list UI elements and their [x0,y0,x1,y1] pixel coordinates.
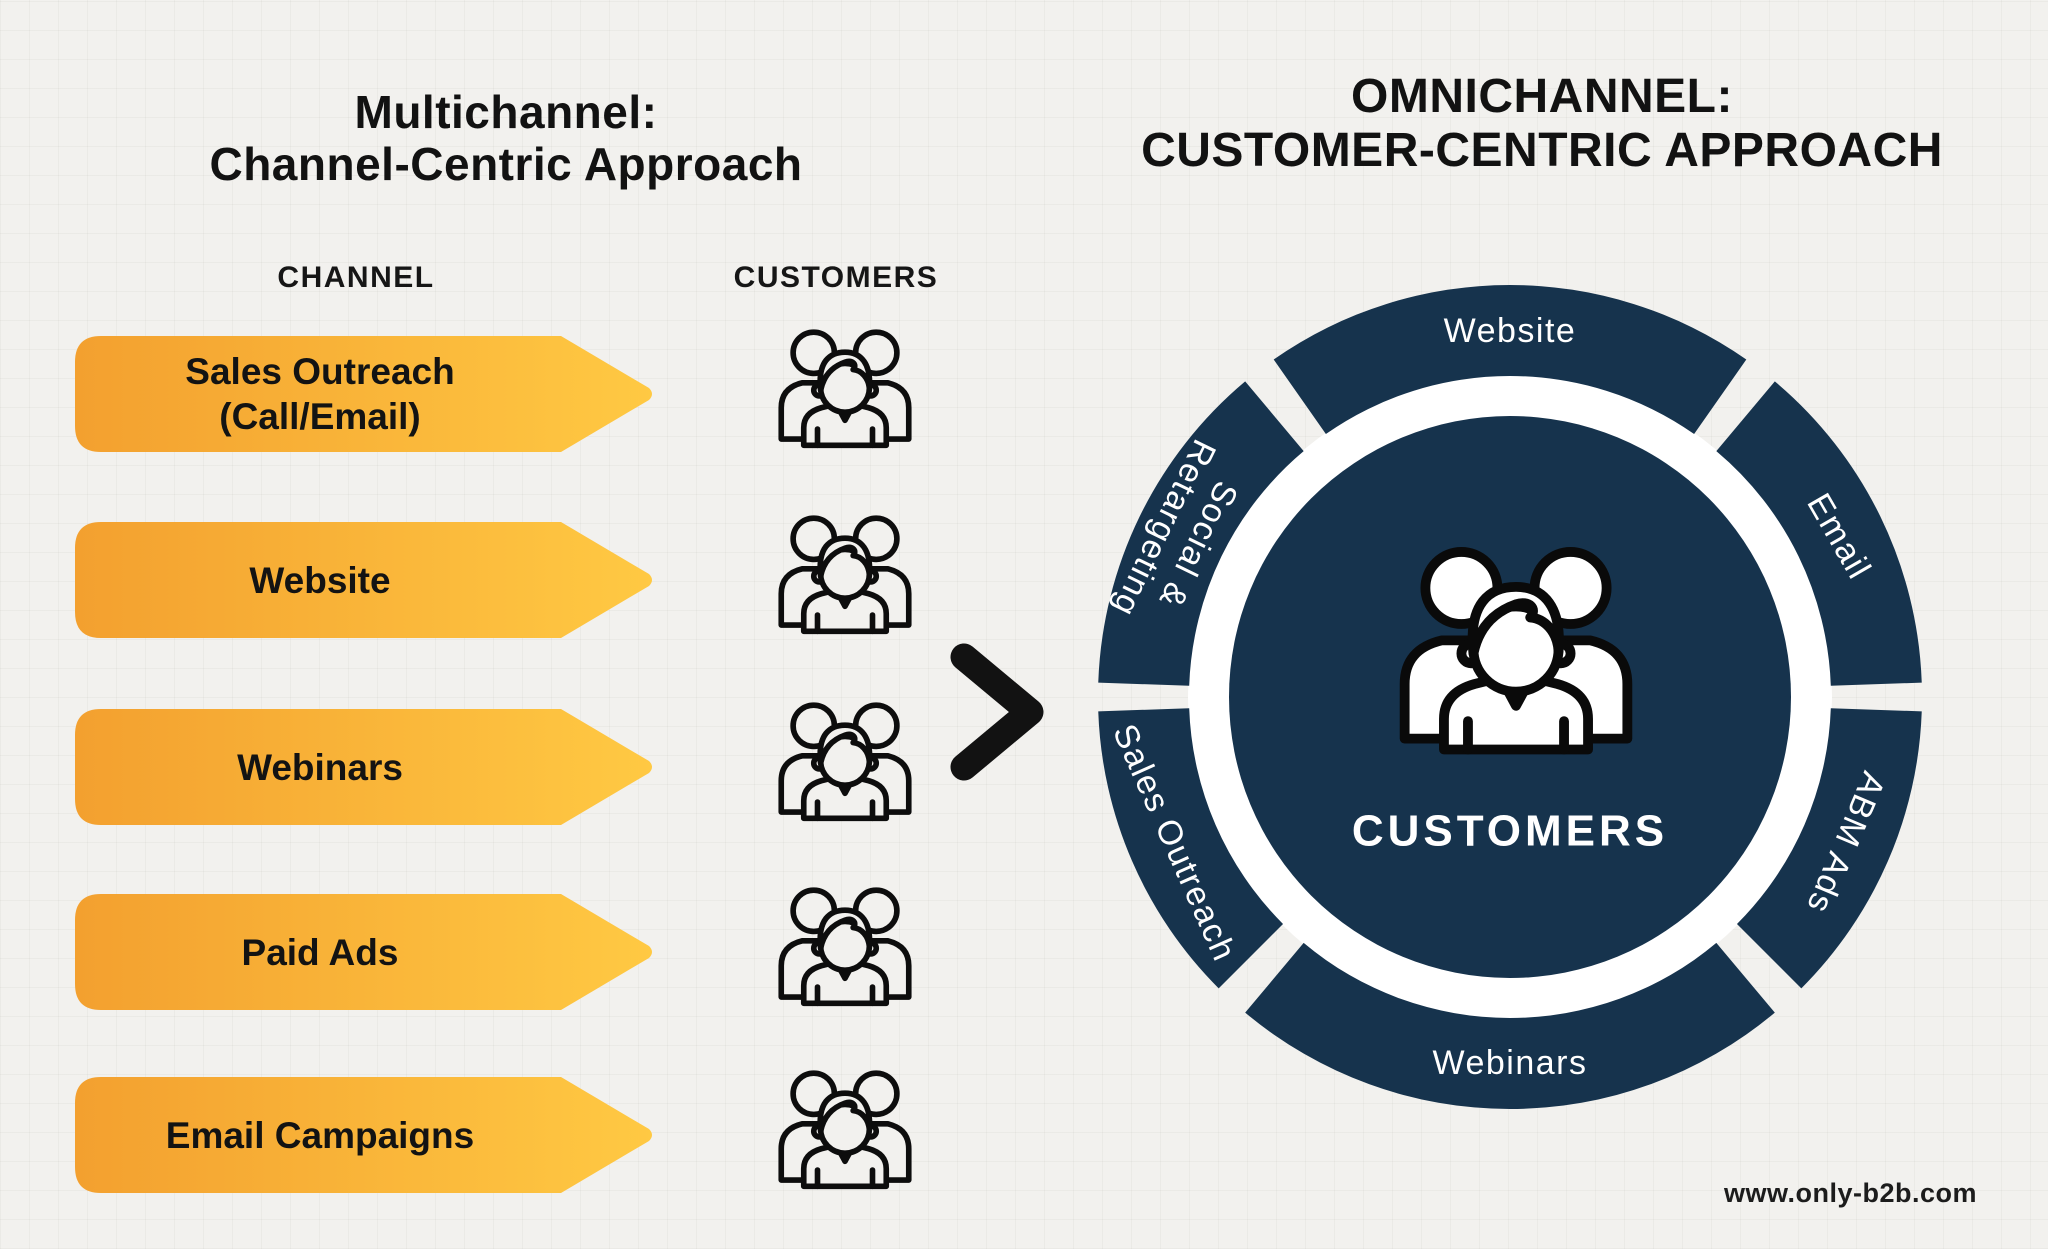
ring-segment-label: Website [1444,312,1577,350]
channel-pill-website: Website [75,522,655,638]
footer-url: www.only-b2b.com [1723,1178,1977,1208]
ring-segment-sales-outreach [1098,708,1284,989]
customers-group-icon [770,877,920,1027]
channel-pill-label-line1: Paid Ads [241,931,399,973]
customers-group-icon [770,505,920,655]
customers-center-label: CUSTOMERS [1352,807,1668,856]
arrow-pill-shape [75,894,652,1010]
arrow-pill-shape [75,709,652,825]
channel-pill-label-line1: Website [249,559,391,601]
channel-pill-email-campaigns: Email Campaigns [75,1077,655,1193]
channel-pill-label-line1: Webinars [237,746,403,788]
channel-pill-label: Sales Outreach (Call/Email) [75,336,565,452]
channel-pill-label-line1: Email Campaigns [165,1114,475,1156]
omnichannel-title: OMNICHANNEL: CUSTOMER-CENTRIC APPROACH [1042,70,2042,178]
arrow-pill-shape [75,522,652,638]
channel-pill-label-line2: (Call/Email) [219,396,421,437]
channel-pill-label-line1: Sales Outreach [185,351,455,392]
channel-pill-label: Email Campaigns [75,1077,565,1193]
channel-pill-label: Website [75,522,565,638]
arrow-pill-shape [75,1077,652,1193]
ring-segment-abm-ads [1736,708,1922,989]
multichannel-title-line1: Multichannel: [354,86,658,138]
customers-column-header: CUSTOMERS [733,261,939,294]
channel-pill-label: Webinars [75,709,565,825]
arrow-pill-shape [75,336,652,452]
customers-group-icon [770,1060,920,1210]
ring-segment-email [1716,381,1922,686]
multichannel-title: Multichannel: Channel-Centric Approach [6,86,1006,190]
ring-segment-social-retargeting [1098,381,1304,686]
customers-group-icon [770,692,920,842]
omnichannel-title-line2: CUSTOMER-CENTRIC APPROACH [1141,124,1943,177]
channel-column-header: CHANNEL [277,261,435,294]
channel-pill-paid-ads: Paid Ads [75,894,655,1010]
ring-segment-webinars [1245,942,1775,1109]
channel-pill-label: Paid Ads [75,894,565,1010]
ring-segment-label: Webinars [1433,1044,1588,1082]
omnichannel-title-line1: OMNICHANNEL: [1351,70,1733,123]
multichannel-title-line2: Channel-Centric Approach [209,138,803,190]
customers-group-icon [770,319,920,469]
chevron-right-icon [950,643,1044,781]
channel-pill-webinars: Webinars [75,709,655,825]
ring-segment-website [1273,285,1747,435]
channel-pill-sales-outreach: Sales Outreach (Call/Email) [75,336,655,452]
